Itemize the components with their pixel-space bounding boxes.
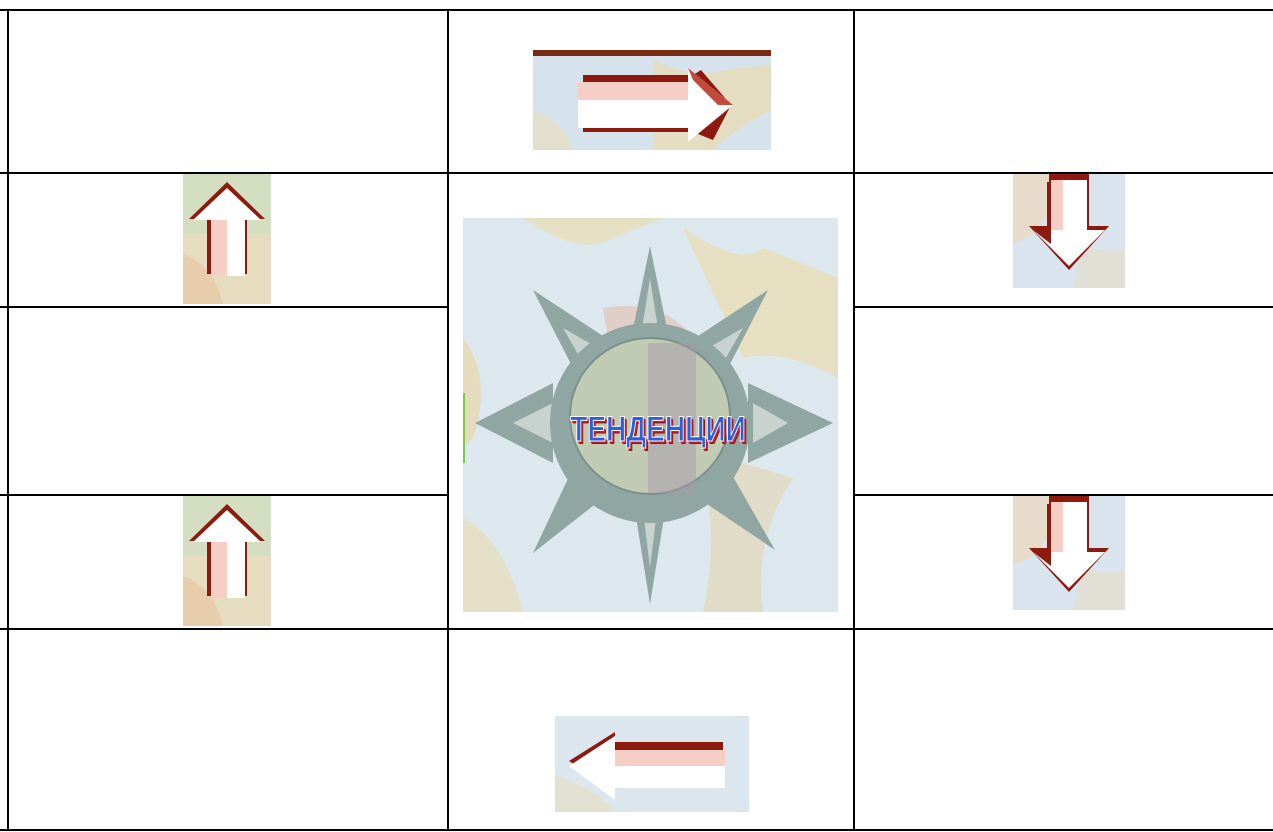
up-arrow-icon (183, 174, 271, 304)
left-arrow-tile (555, 716, 749, 812)
down-arrow-tile-upper (1013, 174, 1125, 288)
down-arrow-icon (1013, 496, 1125, 610)
table-border-col1 (447, 9, 449, 831)
up-arrow-icon (183, 496, 271, 626)
table-border-col2 (853, 9, 855, 831)
edge-marker (463, 393, 465, 463)
down-arrow-tile-lower (1013, 496, 1125, 610)
table-border-bottom (0, 829, 1273, 831)
up-arrow-tile-lower (183, 496, 271, 626)
right-arrow-tile (533, 50, 771, 150)
table-border-top (0, 9, 1273, 11)
left-arrow-icon (555, 716, 749, 812)
right-arrow-icon (533, 50, 771, 150)
table-border-left (7, 9, 9, 831)
table-border-row4 (0, 628, 1273, 630)
table-border-row2-right (853, 306, 1273, 308)
table-border-row2-left (0, 306, 449, 308)
up-arrow-tile-upper (183, 174, 271, 304)
center-title: ТЕНДЕНЦИИ (589, 406, 727, 454)
down-arrow-icon (1013, 174, 1125, 288)
